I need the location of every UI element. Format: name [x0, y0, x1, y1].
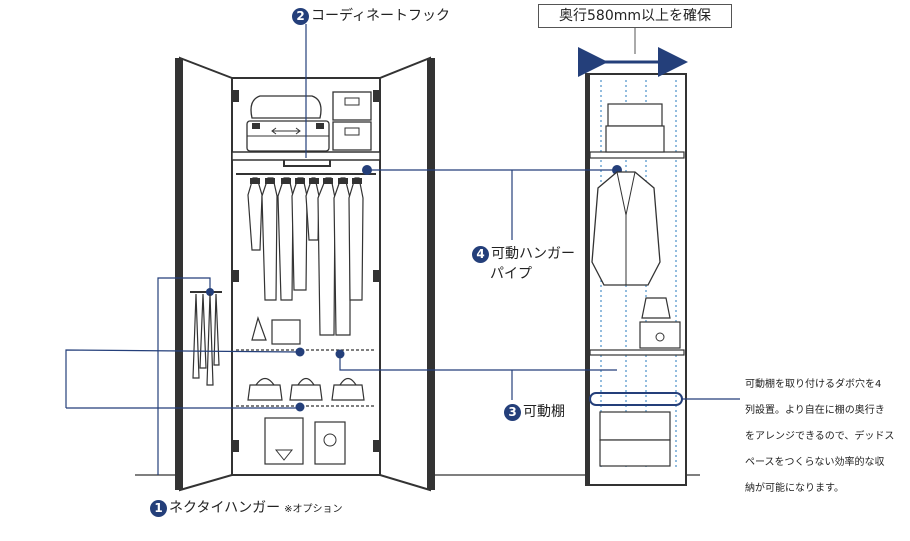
necktie-hanger-text: ネクタイハンガー	[169, 500, 281, 516]
hanging-clothes	[247, 177, 364, 336]
marker-3: 3	[504, 403, 521, 421]
movable-shelf-text: 可動棚	[523, 404, 565, 420]
marker-4: 4	[472, 245, 489, 263]
marker-2: 2	[292, 7, 309, 25]
left-door-edge	[175, 58, 183, 490]
storage-box-top	[332, 91, 372, 121]
note-line: をアレンジできるので、デッドス	[745, 431, 895, 442]
leader-lines	[65, 24, 740, 475]
note-line: 納が可能になります。	[745, 483, 844, 494]
pillow	[250, 95, 322, 119]
hanger-pipe-line2: パイプ	[490, 266, 532, 282]
hanger-tops	[250, 178, 362, 184]
note-line: ペースをつくらない効率的な収	[745, 457, 885, 468]
bags-middle	[247, 377, 365, 401]
ties	[192, 293, 220, 386]
coordinate-hook-text: コーディネートフック	[311, 8, 451, 24]
left-door	[179, 56, 233, 492]
depth-text: 奥行580mm以上を確保	[559, 8, 711, 24]
coordinate-hook	[283, 160, 331, 167]
note-line: 可動棚を取り付けるダボ穴を4	[745, 379, 882, 390]
option-note: ※オプション	[284, 504, 343, 515]
front-wardrobe	[175, 56, 435, 492]
side-wardrobe	[578, 28, 688, 486]
marker-1: 1	[150, 499, 167, 517]
hanger-pipe-line1: 可動ハンガー	[491, 246, 575, 262]
depth-box: 奥行580mm以上を確保	[538, 4, 732, 28]
storage-box-bottom	[332, 121, 372, 151]
side-movable-shelf	[589, 349, 685, 356]
dowel-note: 可動棚を取り付けるダボ穴を4 列設置。より自在に棚の奥行き をアレンジできるので…	[745, 372, 910, 502]
hinges	[233, 90, 379, 452]
note-line: 列設置。より自在に棚の奥行き	[745, 405, 885, 416]
right-door	[379, 56, 431, 492]
right-door-edge	[427, 58, 435, 490]
